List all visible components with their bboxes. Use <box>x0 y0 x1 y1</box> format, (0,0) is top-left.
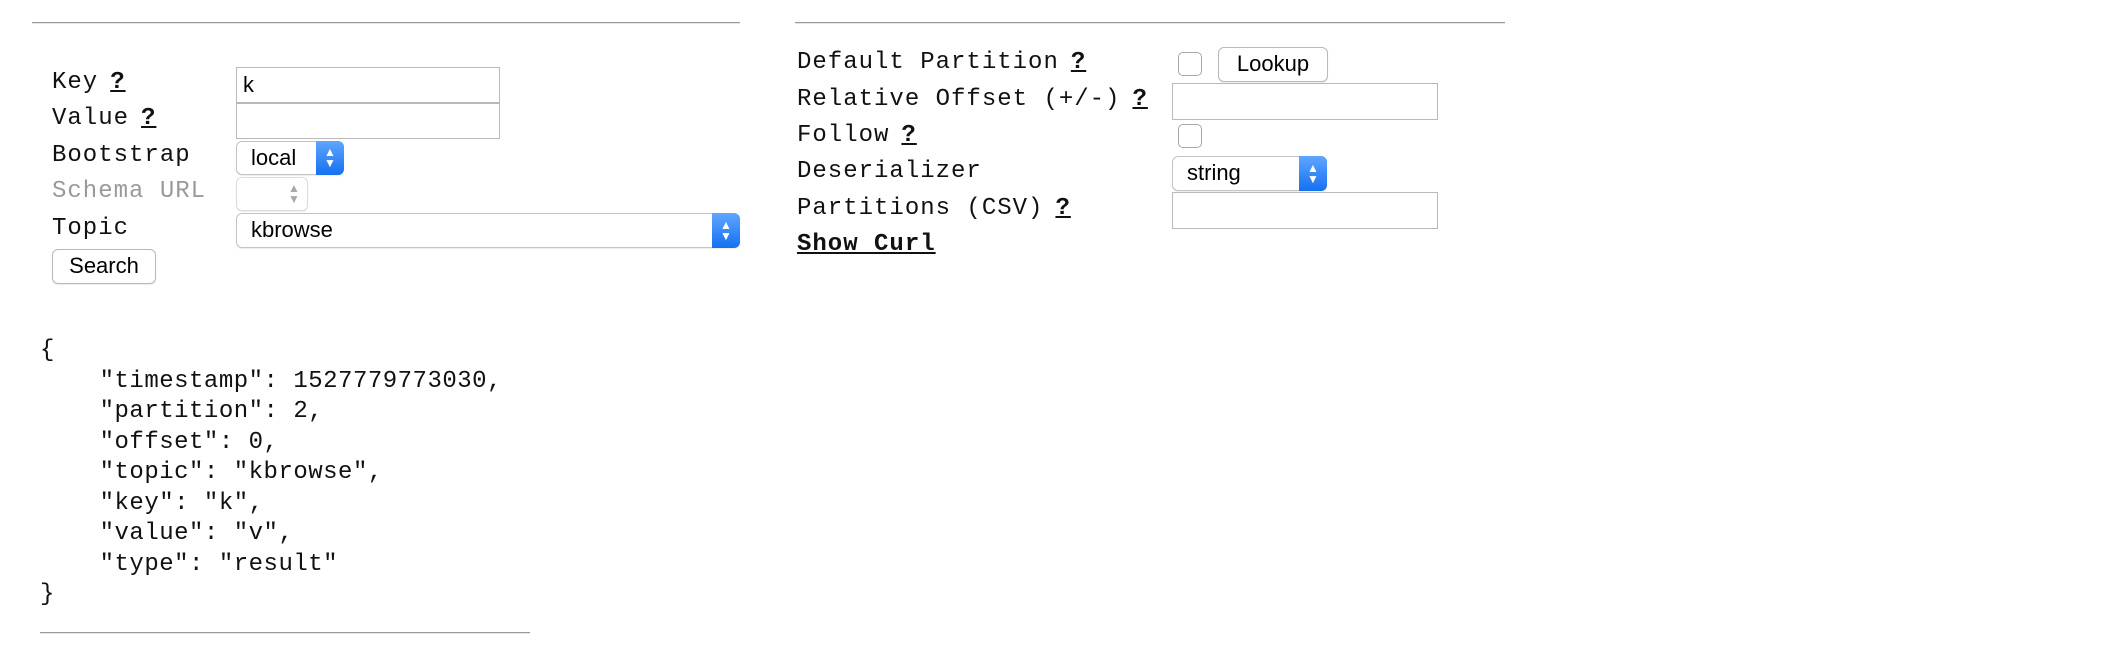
key-label: Key? <box>52 69 126 96</box>
select-chevron-icon: ▲▼ <box>288 181 300 206</box>
select-chevron-icon: ▲▼ <box>712 213 740 248</box>
schema-url-select: ▲▼ <box>236 177 308 211</box>
follow-label: Follow? <box>797 122 917 149</box>
topic-selected-value: kbrowse <box>251 217 333 242</box>
relative-offset-label: Relative Offset (+/-)? <box>797 86 1148 113</box>
select-chevron-icon: ▲▼ <box>316 141 344 175</box>
deserializer-select[interactable]: string ▲▼ <box>1172 156 1327 191</box>
bootstrap-selected-value: local <box>251 145 297 170</box>
key-input[interactable]: k <box>236 67 500 103</box>
topic-label: Topic <box>52 215 130 242</box>
partitions-label: Partitions (CSV)? <box>797 195 1071 222</box>
value-help-link[interactable]: ? <box>141 105 157 132</box>
lookup-button[interactable]: Lookup <box>1218 47 1328 82</box>
follow-checkbox[interactable] <box>1178 124 1202 148</box>
deserializer-selected-value: string <box>1187 160 1241 185</box>
relative-offset-input[interactable] <box>1172 83 1438 120</box>
result-bottom-divider <box>40 632 530 634</box>
deserializer-label: Deserializer <box>797 158 982 185</box>
left-top-divider <box>32 22 740 24</box>
search-button[interactable]: Search <box>52 249 156 284</box>
value-input[interactable] <box>236 103 500 139</box>
bootstrap-label: Bootstrap <box>52 142 191 169</box>
bootstrap-select[interactable]: local ▲▼ <box>236 141 344 175</box>
default-partition-checkbox[interactable] <box>1178 52 1202 76</box>
key-help-link[interactable]: ? <box>110 69 126 96</box>
show-curl-link[interactable]: Show Curl <box>797 231 936 258</box>
partitions-help-link[interactable]: ? <box>1055 195 1071 222</box>
value-label: Value? <box>52 105 157 132</box>
default-partition-help-link[interactable]: ? <box>1070 49 1087 76</box>
schema-url-label: Schema URL <box>52 178 207 205</box>
partitions-input[interactable] <box>1172 192 1438 229</box>
right-top-divider <box>795 22 1505 24</box>
select-chevron-icon: ▲▼ <box>1299 156 1327 191</box>
result-json-output: { "timestamp": 1527779773030, "partition… <box>40 337 502 608</box>
follow-help-link[interactable]: ? <box>901 122 917 149</box>
relative-offset-help-link[interactable]: ? <box>1132 86 1148 113</box>
default-partition-label: Default Partition? <box>797 49 1087 76</box>
topic-select[interactable]: kbrowse ▲▼ <box>236 213 740 248</box>
